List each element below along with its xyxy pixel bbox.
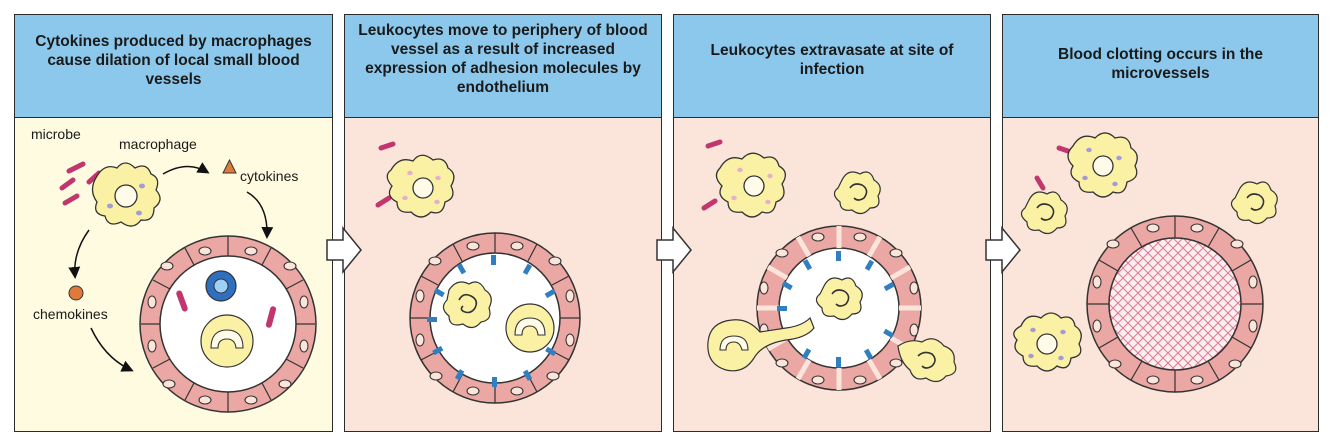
macrophage-label: macrophage (119, 136, 197, 152)
cytokine-icon (222, 158, 237, 174)
leukocyte-icon (442, 281, 492, 329)
panel-header: Leukocytes move to periphery of blood ve… (345, 15, 661, 118)
panel-illustration (59, 158, 317, 413)
panel-title: Leukocytes move to periphery of blood ve… (358, 22, 648, 96)
panel-illustration (375, 141, 581, 404)
blood-clot (1108, 237, 1242, 371)
panel-header: Leukocytes extravasate at site of infect… (674, 15, 990, 118)
leukocyte-icon (505, 303, 555, 353)
leukocyte-icon (833, 171, 881, 215)
panel-header: Blood clotting occurs in the microvessel… (1003, 15, 1318, 118)
cytokines-label: cytokines (240, 168, 299, 184)
panel-header: Cytokines produced by macrophages cause … (15, 15, 332, 118)
chemokine-icon (68, 285, 84, 301)
leukocyte-icon (897, 338, 957, 383)
step-arrow-3 (985, 226, 1021, 274)
blood-vessel (139, 235, 317, 413)
leukocyte-icon (707, 316, 815, 372)
blood-vessel (756, 225, 922, 391)
panel-title: Leukocytes extravasate at site of infect… (710, 42, 954, 78)
leukocyte-icon (1230, 181, 1278, 225)
leukocyte-icon (200, 314, 254, 368)
blood-vessel (409, 232, 581, 404)
macrophage-icon (1067, 132, 1138, 198)
microbe-label: microbe (31, 126, 81, 142)
leukocyte-icon (1020, 191, 1068, 235)
panel-vasodilation: Cytokines produced by macrophages cause … (14, 14, 333, 432)
panel-extravasation: Leukocytes extravasate at site of infect… (673, 14, 991, 432)
panel-body (345, 118, 661, 431)
macrophage-icon (386, 154, 455, 218)
panel-body (1003, 118, 1318, 431)
panel-illustration (701, 139, 957, 391)
panel-illustration (1013, 132, 1278, 393)
macrophage-icon (1013, 312, 1082, 372)
panel-title: Blood clotting occurs in the microvessel… (1058, 46, 1263, 82)
panel-clotting: Blood clotting occurs in the microvessel… (1002, 14, 1319, 432)
macrophage-icon (715, 152, 786, 218)
leukocyte-icon (815, 277, 863, 321)
step-arrow-1 (326, 226, 362, 274)
panel-adhesion: Leukocytes move to periphery of blood ve… (344, 14, 662, 432)
panel-body: microbe macrophage cytokines chemokines (15, 118, 332, 431)
panel-body (674, 118, 990, 431)
blood-vessel (1086, 215, 1264, 393)
chemokines-label: chemokines (33, 306, 108, 322)
adhesion-molecules (427, 255, 557, 387)
macrophage-icon (91, 162, 161, 227)
step-arrow-2 (656, 226, 692, 274)
panel-title: Cytokines produced by macrophages cause … (35, 33, 312, 88)
